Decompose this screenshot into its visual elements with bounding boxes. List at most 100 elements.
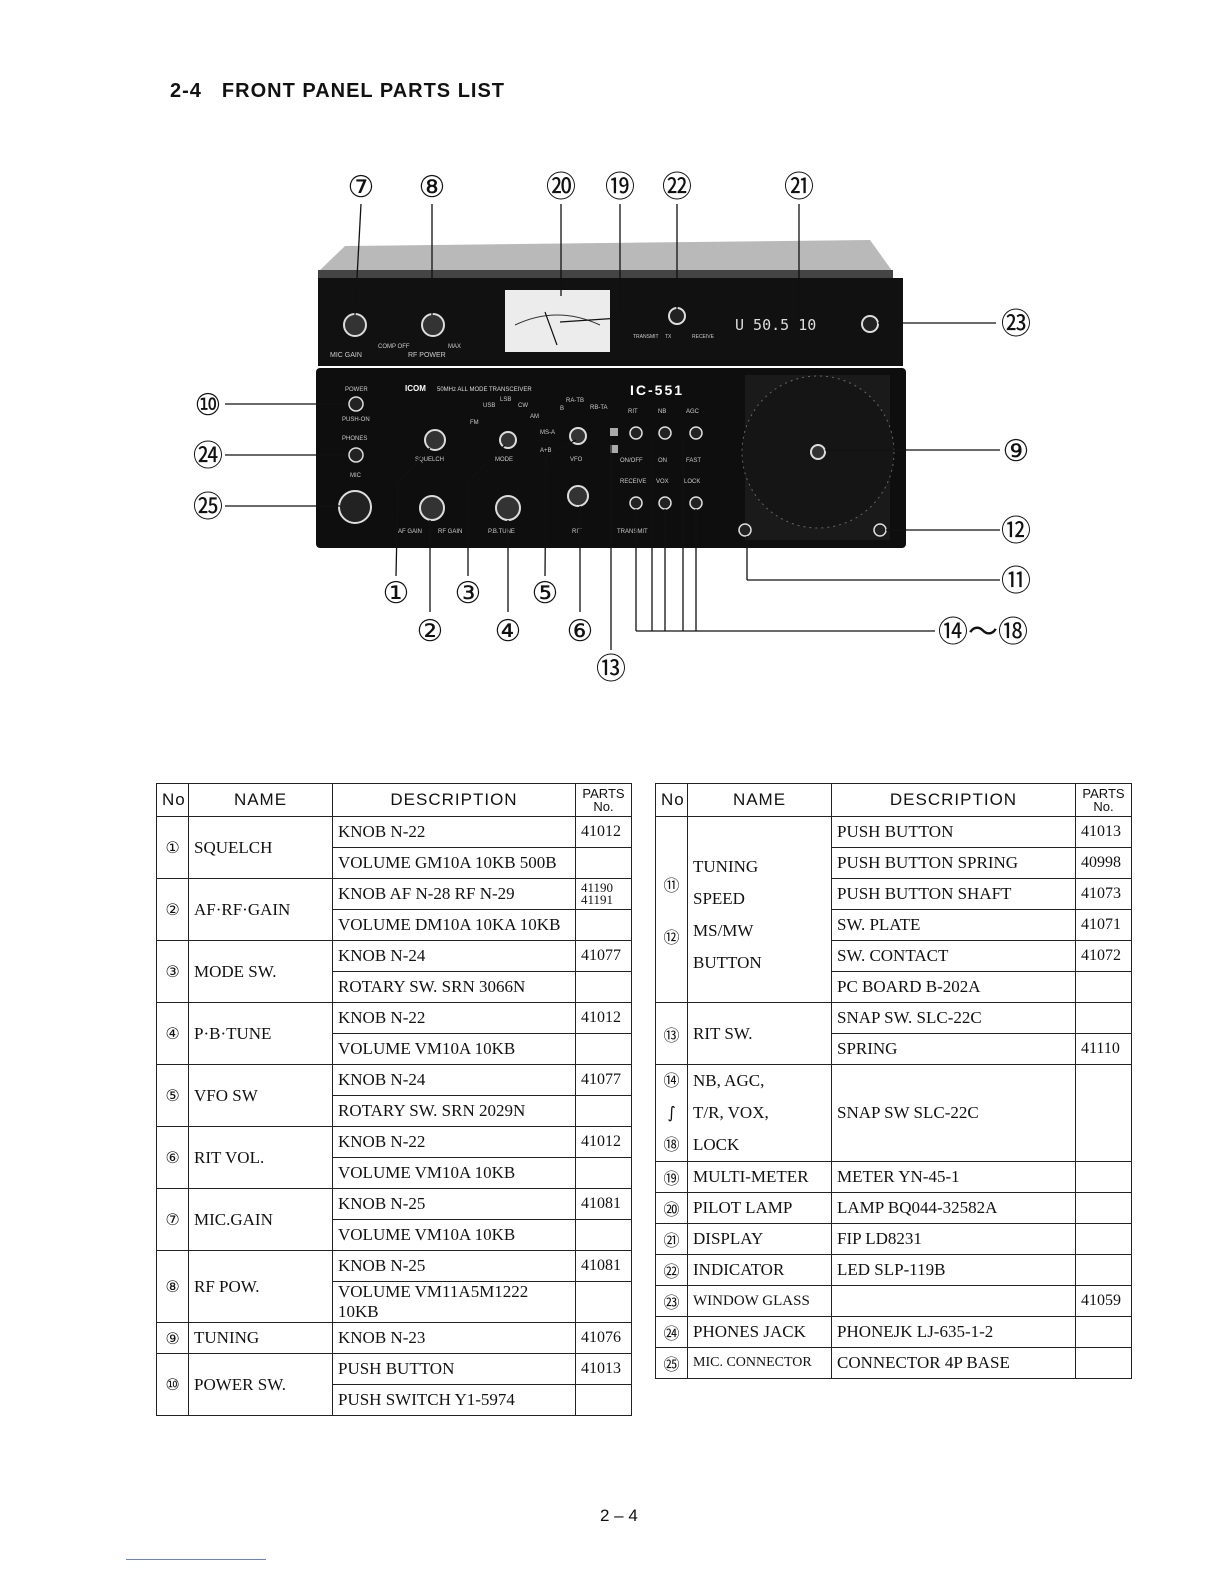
header-parts-no-label: No.	[593, 799, 614, 814]
leader-lines	[225, 203, 1000, 650]
item-description	[831, 1285, 1076, 1317]
table-row: PUSH BUTTON SHAFT 41073	[656, 878, 1132, 910]
item-description: KNOB AF N-28 RF N-29	[332, 878, 576, 910]
label-rf-gain: RF GAIN	[438, 529, 462, 535]
table-row: SW. PLATE 41071	[656, 909, 1132, 941]
item-description: PUSH BUTTON	[831, 816, 1076, 848]
item-no: ①	[156, 816, 189, 879]
item-description: PC BOARD B-202A	[831, 971, 1076, 1003]
item-no-14-18: ⑭ ∫ ⑱	[655, 1064, 688, 1162]
mic-connector	[338, 490, 372, 524]
brand-logo: ICOM	[405, 384, 426, 393]
callout-24: ㉔	[193, 439, 223, 474]
item-description: VOLUME DM10A 10KA 10KB	[332, 909, 576, 941]
label-cw: CW	[518, 403, 528, 409]
table-row: VOLUME VM10A 10KB	[157, 1157, 632, 1189]
page-number: 2 – 4	[600, 1506, 638, 1525]
label-on: ON	[658, 458, 667, 464]
table-row: SW. CONTACT 41072	[656, 940, 1132, 972]
item-description: ROTARY SW. SRN 2029N	[332, 1095, 576, 1127]
agc-switch	[689, 426, 703, 440]
frequency-display: U 50.5 10	[735, 316, 816, 334]
table-row: PUSH BUTTON SPRING 40998	[656, 847, 1132, 879]
item-description: SW. CONTACT	[831, 940, 1076, 972]
header-name: NAME	[188, 783, 333, 817]
tuning-speed-button	[738, 523, 752, 537]
label-msa: MS-A	[540, 430, 555, 436]
item-part-number: 41110	[1075, 1033, 1132, 1065]
label-receive: RECEIVE	[620, 479, 646, 485]
item-name: POWER SW.	[188, 1353, 333, 1416]
item-description: KNOB N-22	[332, 816, 576, 848]
item-description: KNOB N-24	[332, 940, 576, 972]
callout-11: ⑪	[1001, 564, 1031, 599]
item-part-number: 41081	[575, 1250, 632, 1282]
callout-1: ①	[383, 576, 410, 611]
label-max: MAX	[448, 344, 461, 350]
item-description: FIP LD8231	[831, 1223, 1076, 1255]
label-mic: MIC	[350, 473, 362, 479]
callout-9: ⑨	[1003, 434, 1030, 469]
table-row: ⑤ VFO SW KNOB N-24 41077	[156, 1064, 632, 1127]
item-part-number: 41076	[575, 1322, 632, 1354]
table-row: VOLUME VM10A 10KB	[157, 1219, 632, 1251]
item-part-number	[1075, 1161, 1132, 1193]
callout-8: ⑧	[419, 170, 446, 205]
header-no: No	[156, 783, 189, 817]
label-transmit: TRANSMIT	[617, 529, 648, 535]
table-row: ⑧ RF POW. KNOB N-25 41081	[156, 1250, 632, 1323]
pb-tune-knob	[495, 495, 521, 521]
cover-edge	[318, 270, 893, 278]
callout-6: ⑥	[567, 614, 594, 649]
item-description: SW. PLATE	[831, 909, 1076, 941]
item-name: VFO SW	[188, 1064, 333, 1127]
meter-scale	[514, 314, 601, 326]
table-row: ⑦ MIC.GAIN KNOB N-25 41081	[156, 1188, 632, 1251]
item-description: PHONEJK LJ-635-1-2	[831, 1316, 1076, 1348]
rit-knob	[567, 485, 589, 507]
callout-13: ⑬	[596, 652, 626, 687]
item-name-11-12: TUNING SPEED MS/MW BUTTON	[687, 816, 832, 1003]
item-description: LED SLP-119B	[831, 1254, 1076, 1286]
item-part-number: 41071	[1075, 909, 1132, 941]
item-name: PHONES JACK	[687, 1316, 832, 1348]
item-part-number	[575, 847, 632, 879]
label-mic-gain: MIC GAIN	[330, 352, 362, 359]
item-part-number: 41012	[575, 1126, 632, 1158]
item-part-number: 41013	[575, 1353, 632, 1385]
label-a-b: A+B	[540, 448, 552, 454]
label-rit: RIT	[572, 529, 582, 535]
callout-12: ⑫	[1001, 514, 1031, 549]
item-no: ㉒	[655, 1254, 688, 1286]
callout-22: ㉒	[662, 170, 692, 205]
table-row: VOLUME VM10A 10KB	[157, 1033, 632, 1065]
table-row: ⑥ RIT VOL. KNOB N-22 41012	[156, 1126, 632, 1189]
label-squelch: SQUELCH	[415, 457, 444, 463]
name-line: T/R, VOX,	[693, 1103, 769, 1122]
tr-switch	[629, 496, 643, 510]
callout-21: ㉑	[784, 170, 814, 205]
label-am: AM	[530, 414, 539, 420]
item-no: ㉔	[655, 1316, 688, 1348]
label-phones: PHONES	[342, 436, 367, 442]
table-row: ⑪ ⑫ TUNING SPEED MS/MW BUTTON PUSH BUTTO…	[655, 816, 1132, 1003]
section-title: FRONT PANEL PARTS LIST	[221, 80, 506, 102]
upper-panel	[318, 278, 903, 366]
item-name: MIC.GAIN	[188, 1188, 333, 1251]
phones-jack	[348, 447, 364, 463]
item-no: ⑧	[156, 1250, 189, 1323]
callout-4: ④	[495, 614, 522, 649]
item-name: AF·RF·GAIN	[188, 878, 333, 941]
item-description: PUSH BUTTON	[332, 1353, 576, 1385]
item-no: ⑳	[655, 1192, 688, 1224]
header-parts: PARTS	[1082, 786, 1125, 801]
label-af-gain: AF GAIN	[398, 529, 422, 535]
item-no: ⑤	[156, 1064, 189, 1127]
item-part-number: 41077	[575, 940, 632, 972]
meter-needle	[544, 311, 558, 346]
name-line: SPEED	[693, 889, 745, 908]
table-row: ⑬ RIT SW. SNAP SW. SLC-22C	[655, 1002, 1132, 1065]
label-power: POWER	[345, 387, 368, 393]
mode-knob	[499, 431, 517, 449]
